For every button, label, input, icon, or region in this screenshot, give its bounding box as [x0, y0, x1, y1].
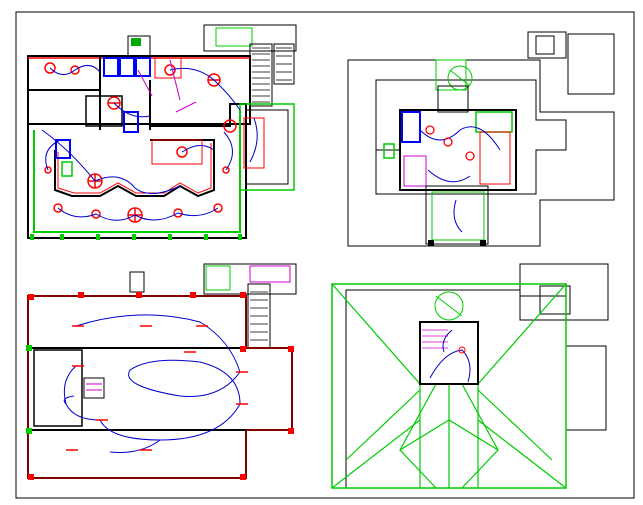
plan-electrical-ground [27, 24, 297, 240]
plan-roof [331, 263, 609, 489]
plan-lighting-layout [26, 263, 297, 480]
plan-upper-floor [347, 31, 615, 247]
sheet-border [15, 11, 635, 499]
